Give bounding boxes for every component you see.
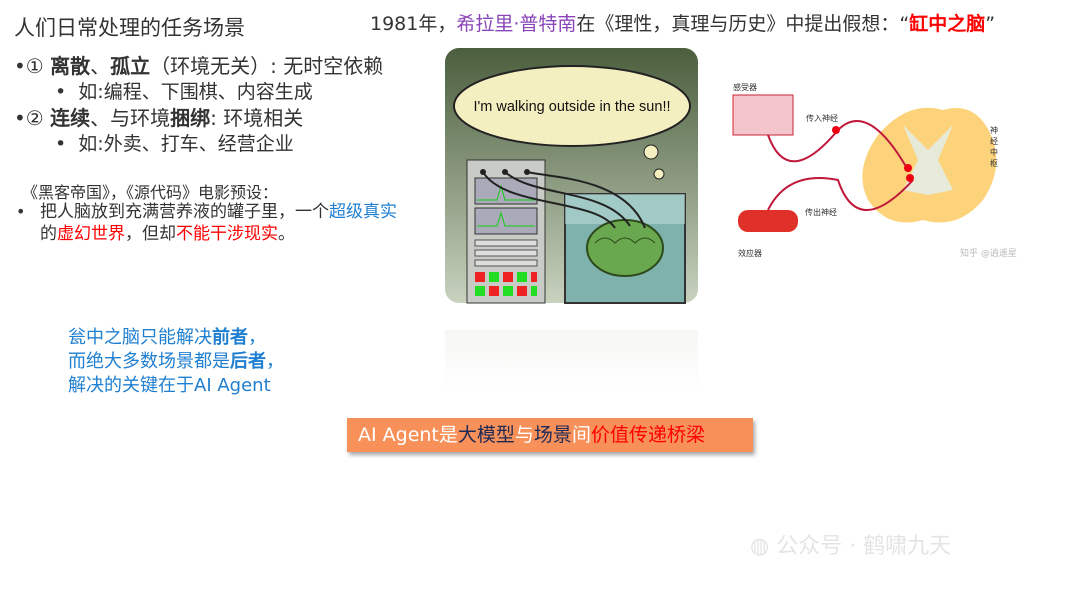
t: 瓮中之脑只能解决 <box>68 327 212 348</box>
item-1: •① 离散、孤立（环境无关）: 无时空依赖 <box>14 54 384 78</box>
item-2-example: • 如:外卖、打车、经营企业 <box>55 133 294 155</box>
mid: 、与环境 <box>90 106 171 130</box>
movies: 《黑客帝国》，《源代码》电影预设： <box>22 183 279 202</box>
premise-bullet: • <box>16 202 26 221</box>
t: 与 <box>514 424 534 446</box>
zhihu-watermark: 知乎 @逍遥星 <box>960 249 1017 259</box>
bold: 捆绑 <box>170 106 211 130</box>
term: 缸中之脑 <box>909 13 986 35</box>
t: AI Agent是 <box>358 424 458 446</box>
premise: 把人脑放到充满营养液的罐子里，一个超级真实的虚幻世界，但却不能干涉现实。 <box>40 201 400 245</box>
t: 后者 <box>230 351 266 372</box>
t: 前者 <box>212 327 248 348</box>
num: ② <box>25 106 44 130</box>
speech-bubble-text: I'm walking outside in the sun!! <box>473 99 670 115</box>
label-receptor: 感受器 <box>733 83 757 92</box>
wechat-watermark: ◍ 公众号 · 鹤啸九天 <box>750 528 951 560</box>
num: ① <box>25 54 44 78</box>
bold: 孤立 <box>110 54 151 78</box>
conclusion-banner: AI Agent是大模型与场景间价值传递桥梁 <box>347 418 753 452</box>
label-effector: 效应器 <box>738 249 762 258</box>
t: ，但却 <box>125 224 176 244</box>
t: 。 <box>278 224 295 244</box>
header-quote: 1981年，希拉里·普特南在《理性，真理与历史》中提出假想：“缸中之脑” <box>370 9 995 36</box>
header-mid: 在《理性，真理与历史》中提出假想：“ <box>576 13 910 35</box>
person: 希拉里·普特南 <box>456 13 577 35</box>
example: 如:外卖、打车、经营企业 <box>78 133 294 155</box>
t: ， <box>266 351 284 372</box>
label-efferent: 传出神经 <box>805 208 837 217</box>
t: 大模型 <box>457 424 515 446</box>
header-end: ” <box>985 13 996 35</box>
item-1-example: • 如:编程、下围棋、内容生成 <box>55 81 313 103</box>
conclusion: 瓮中之脑只能解决前者， 而绝大多数场景都是后者， 解决的关键在于AI Agent <box>68 326 284 398</box>
bold: 连续 <box>50 106 91 130</box>
watermark-text: 公众号 · 鹤啸九天 <box>776 534 952 559</box>
t: 场景 <box>533 424 572 446</box>
brain-in-vat-illustration: I'm walking outside in the sun!! <box>445 48 698 393</box>
wechat-icon: ◍ <box>750 534 770 559</box>
item-2: •② 连续、与环境捆绑: 环境相关 <box>14 106 304 130</box>
rest: （环境无关）: 无时空依赖 <box>150 54 384 78</box>
reflex-arc-diagram: 感受器 传入神经 神经中枢 传出神经 效应器 知乎 @逍遥星 <box>728 80 1023 265</box>
bold: 离散 <box>50 54 91 78</box>
t: 解决的关键在于AI Agent <box>68 375 271 396</box>
reflex-arc-drawing <box>732 94 997 232</box>
slide-title: 人们日常处理的任务场景 <box>14 16 245 40</box>
t: ， <box>248 327 266 348</box>
label-center: 神经中枢 <box>990 126 998 168</box>
t: 把人脑放到充满营养液的罐子里，一个 <box>40 202 329 222</box>
year: 1981年， <box>370 13 457 35</box>
t: 价值传递桥梁 <box>590 424 705 446</box>
t: 而绝大多数场景都是 <box>68 351 230 372</box>
example: 如:编程、下围棋、内容生成 <box>78 81 313 103</box>
t: 的 <box>40 224 57 244</box>
t: 不能干涉现实 <box>176 224 278 244</box>
t: 虚幻世界 <box>57 224 125 244</box>
t: 间 <box>571 424 591 446</box>
sep: 、 <box>90 54 111 78</box>
t: 超级真实 <box>329 202 397 222</box>
rest: : 环境相关 <box>210 106 304 130</box>
label-afferent: 传入神经 <box>806 114 838 123</box>
